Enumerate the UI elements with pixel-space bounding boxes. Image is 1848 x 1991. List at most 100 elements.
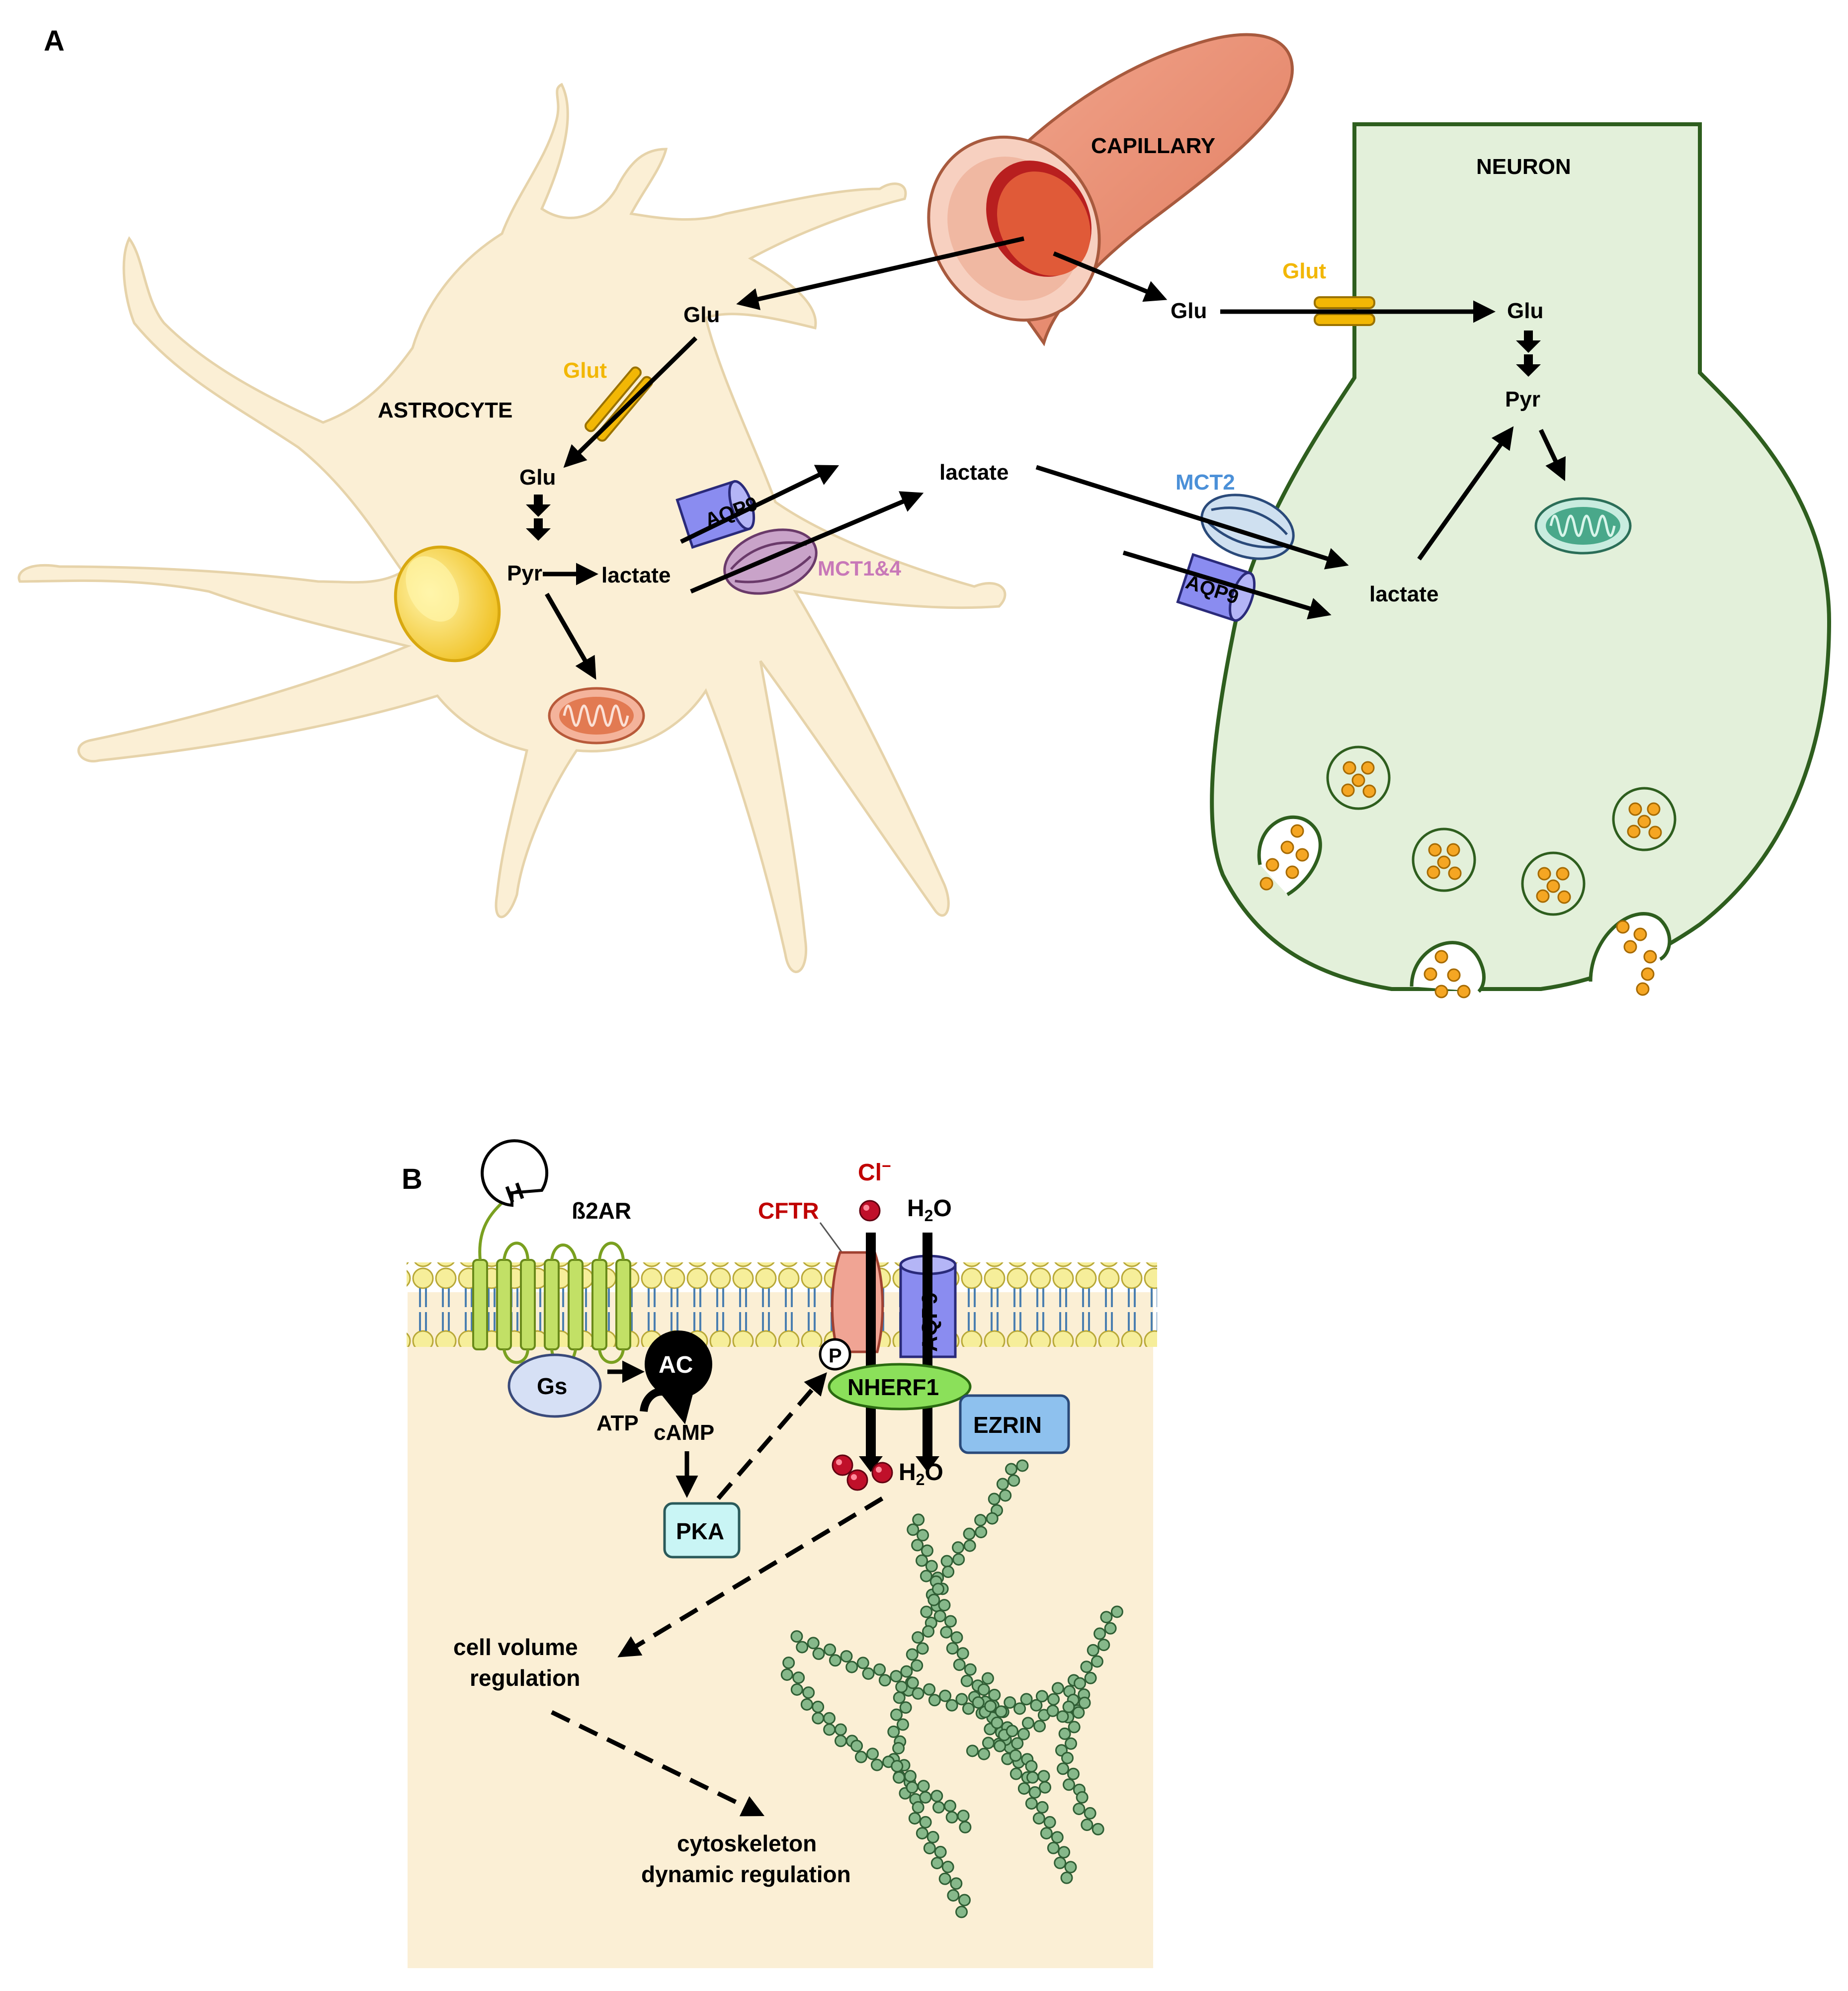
capillary-vessel xyxy=(927,33,1294,346)
actin-bead xyxy=(1037,1770,1050,1783)
cytoskeleton-line2: dynamic regulation xyxy=(641,1861,851,1887)
actin-bead xyxy=(1017,1728,1030,1741)
phosphate-icon xyxy=(819,1338,851,1371)
actin-bead xyxy=(845,1660,858,1673)
actin-bead xyxy=(957,1810,970,1823)
actin-bead xyxy=(1081,1819,1093,1831)
actin-bead xyxy=(893,1771,906,1784)
hormone-ligand xyxy=(481,1139,549,1207)
actin-bead xyxy=(932,1801,945,1814)
actin-bead xyxy=(999,1489,1012,1502)
actin-bead xyxy=(1028,1786,1041,1799)
actin-bead xyxy=(1008,1474,1020,1487)
actin-bead xyxy=(919,1816,932,1828)
actin-bead xyxy=(939,1689,952,1702)
vesicle xyxy=(1612,787,1677,851)
nherf1-label: NHERF1 xyxy=(847,1374,939,1400)
actin-bead xyxy=(1047,1693,1060,1706)
actin-bead xyxy=(792,1671,805,1684)
vesicle xyxy=(1326,746,1391,810)
actin-bead xyxy=(1097,1639,1110,1652)
actin-bead xyxy=(975,1526,988,1539)
actin-bead xyxy=(1073,1803,1086,1816)
actin-bead xyxy=(956,1647,969,1660)
actin-bead xyxy=(952,1553,965,1566)
actin-bead xyxy=(890,1670,903,1683)
actin-bead xyxy=(1011,1737,1024,1750)
actin-bead xyxy=(919,1791,932,1804)
actin-bead xyxy=(790,1683,803,1696)
actin-bead xyxy=(1060,1871,1073,1884)
actin-bead xyxy=(1039,1781,1052,1794)
actin-bead xyxy=(887,1725,900,1738)
actin-bead xyxy=(950,1631,963,1644)
actin-bead xyxy=(947,1889,960,1902)
actin-bead xyxy=(912,1631,924,1644)
actin-bead xyxy=(1058,1727,1071,1740)
actin-bead xyxy=(854,1750,867,1763)
actin-bead xyxy=(1091,1655,1103,1668)
mct2-label: MCT2 xyxy=(1176,470,1235,495)
actin-bead xyxy=(930,1857,943,1870)
cell-volume-line1: cell volume xyxy=(453,1634,578,1660)
actin-bead xyxy=(922,1625,935,1638)
actin-bead xyxy=(800,1698,813,1711)
actin-bead xyxy=(955,1693,968,1706)
gs-protein xyxy=(507,1353,602,1418)
actin-bead xyxy=(1051,1831,1064,1844)
actin-bead xyxy=(908,1812,921,1825)
actin-bead xyxy=(962,1702,975,1715)
vesicle xyxy=(1521,851,1586,916)
actin-bead xyxy=(988,1688,1001,1701)
actin-bead xyxy=(984,1700,997,1713)
actin-bead xyxy=(945,1811,958,1824)
actin-bead xyxy=(1047,1841,1060,1854)
actin-bead xyxy=(972,1696,985,1709)
actin-bead xyxy=(862,1667,875,1680)
actin-bead xyxy=(955,1906,968,1918)
actin-bead xyxy=(900,1665,913,1678)
astrocyte-cell xyxy=(17,83,1007,973)
actin-bead xyxy=(823,1723,836,1736)
actin-bead xyxy=(807,1637,820,1650)
ac-label: AC xyxy=(659,1352,693,1378)
actin-bead xyxy=(958,1894,971,1907)
actin-cytoskeleton xyxy=(780,1459,1123,1918)
actin-bead xyxy=(1080,1660,1093,1673)
actin-bead xyxy=(1078,1696,1091,1709)
actin-bead xyxy=(1064,1861,1077,1874)
neuron-label: NEURON xyxy=(1476,155,1571,179)
panel-a-arrows xyxy=(543,236,1566,680)
actin-bead xyxy=(1087,1644,1099,1657)
actin-bead xyxy=(912,1513,925,1526)
actin-bead xyxy=(1025,1797,1038,1810)
actin-bead xyxy=(1065,1737,1078,1750)
actin-bead xyxy=(1084,1807,1096,1820)
glu-neuron: Glu xyxy=(1507,299,1543,323)
cl-ions-cluster xyxy=(832,1454,893,1491)
actin-bead xyxy=(996,1478,1009,1491)
pka-to-p-arrow xyxy=(716,1372,827,1500)
actin-bead xyxy=(1068,1721,1081,1734)
actin-bead xyxy=(911,1659,924,1672)
h2o-bottom-label: H2O xyxy=(899,1459,943,1489)
actin-bead xyxy=(1030,1699,1043,1712)
synaptic-vesicles xyxy=(1257,746,1677,998)
actin-bead xyxy=(1033,1720,1046,1733)
actin-bead xyxy=(920,1605,933,1618)
actin-bead xyxy=(1043,1816,1056,1828)
actin-bead xyxy=(986,1512,999,1525)
actin-bead xyxy=(1072,1706,1085,1719)
actin-bead xyxy=(917,1780,930,1793)
mitochondrion-icon xyxy=(548,687,645,745)
mct14-label: MCT1&4 xyxy=(818,557,902,580)
actin-bead xyxy=(812,1700,825,1713)
actin-bead xyxy=(964,1663,977,1676)
actin-bead xyxy=(906,1781,919,1794)
actin-bead xyxy=(912,1687,924,1700)
astrocyte-label: ASTROCYTE xyxy=(378,398,512,422)
actin-bead xyxy=(866,1747,879,1760)
actin-bead xyxy=(966,1744,979,1757)
actin-bead xyxy=(823,1712,836,1725)
actin-bead xyxy=(995,1705,1008,1718)
